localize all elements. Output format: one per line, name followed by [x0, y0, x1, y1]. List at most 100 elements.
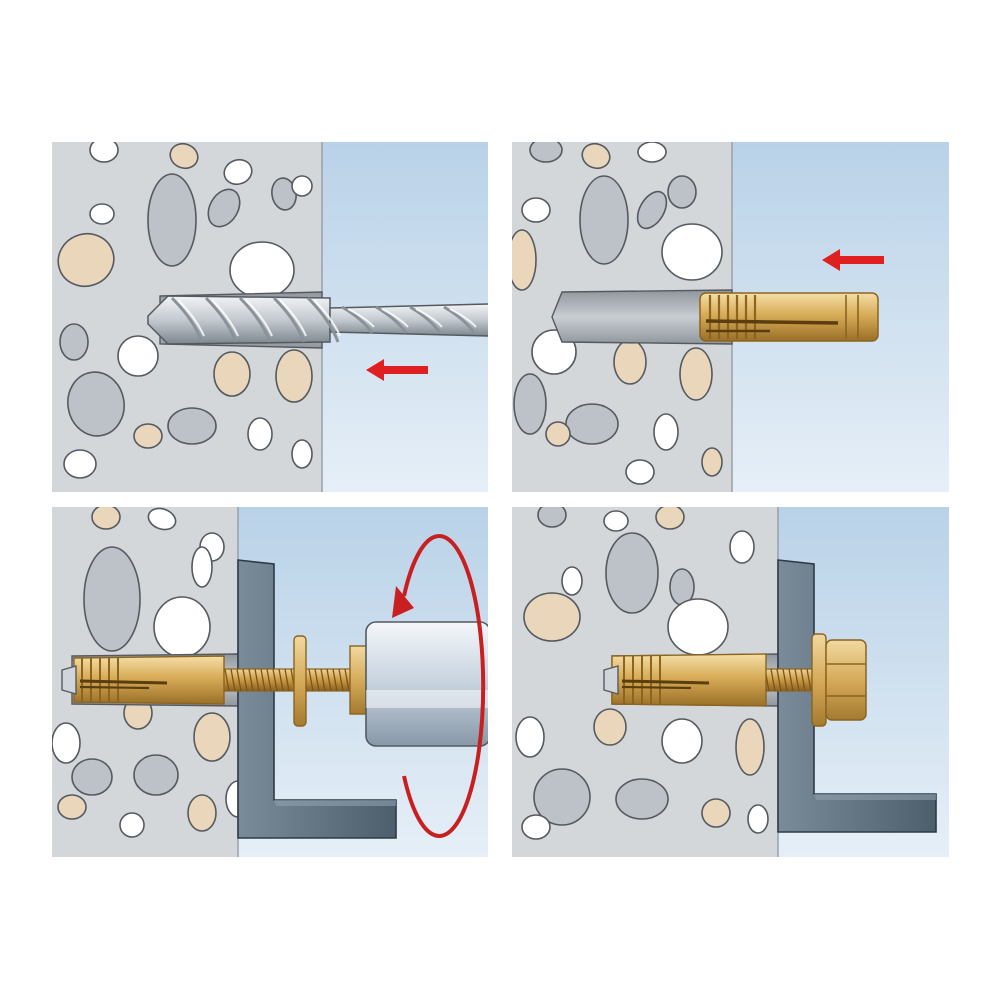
drill-flute [443, 305, 476, 334]
stone [213, 351, 251, 397]
panel-3 [52, 507, 488, 857]
stone [207, 188, 241, 228]
drill-flute-highlight [177, 299, 205, 337]
stone [661, 718, 703, 764]
panel-4 [512, 507, 949, 857]
bolt-thread [788, 668, 794, 692]
stone [275, 349, 313, 403]
bolt-thread [806, 668, 812, 692]
anchor-sleeve [603, 653, 767, 707]
bolt-thread [224, 668, 230, 692]
drilled-hole [551, 289, 733, 345]
stone [119, 812, 145, 838]
bracket-highlight [814, 794, 936, 800]
stone [117, 335, 159, 377]
stone [661, 223, 723, 281]
stone [579, 175, 629, 265]
bolt-thread [284, 668, 290, 692]
aggregate-stones [515, 507, 769, 840]
bolt-thread [338, 668, 344, 692]
bolt-thread [278, 668, 284, 692]
drill-shank [329, 303, 488, 337]
bolt-thread [248, 668, 254, 692]
stone [71, 758, 113, 796]
direction-arrow [822, 249, 884, 271]
stone [593, 708, 627, 746]
stone [133, 423, 163, 449]
stone [565, 403, 619, 445]
rotation-arc [402, 534, 486, 838]
stone [513, 373, 547, 435]
stone [167, 407, 217, 445]
stone [193, 712, 231, 762]
bolt-thread [782, 668, 788, 692]
stone [667, 175, 697, 209]
setting-tool-highlight [366, 690, 488, 708]
drill-flute [375, 305, 408, 334]
sleeve-slot [621, 685, 692, 690]
stone [133, 754, 179, 796]
drill-flute-highlight [313, 299, 341, 337]
stone [147, 507, 177, 531]
stone [735, 718, 765, 776]
bolt-thread [800, 668, 806, 692]
stone [653, 413, 679, 451]
bracket-highlight [274, 800, 396, 806]
washer [293, 635, 307, 727]
stone [701, 798, 731, 828]
stone [57, 794, 87, 820]
stone [605, 532, 659, 614]
bolt-thread [326, 668, 332, 692]
drill-flute-highlight [347, 308, 375, 328]
stone [512, 229, 537, 291]
stone [63, 449, 97, 479]
stone [247, 417, 273, 451]
sleeve-body [699, 292, 879, 342]
stone [581, 142, 611, 170]
stone [667, 598, 729, 656]
stone [291, 439, 313, 469]
bolt-thread [776, 668, 782, 692]
sleeve-slot [705, 319, 839, 325]
stone [545, 421, 571, 447]
stone [147, 173, 197, 267]
direction-arrow [366, 359, 428, 381]
stone [561, 566, 583, 596]
bolt-thread [254, 668, 260, 692]
anchor-sleeve [699, 292, 879, 342]
drill-flute-highlight [245, 299, 273, 337]
bolt-thread [314, 668, 320, 692]
stone [655, 507, 685, 530]
stone [229, 241, 295, 299]
stone [91, 507, 121, 530]
stone [523, 592, 581, 642]
bolt-thread [344, 668, 350, 692]
stone [52, 722, 81, 764]
bolt-thread [230, 668, 236, 692]
stone [615, 778, 669, 820]
drill-flute-highlight [415, 308, 443, 328]
stone [153, 596, 211, 658]
drill-flute-highlight [211, 299, 239, 337]
panel-2 [512, 142, 949, 492]
bolt-thread [260, 668, 266, 692]
drill-flute [341, 305, 374, 334]
sleeve-slot [621, 679, 710, 685]
stone [223, 158, 253, 186]
bolt-thread [308, 668, 314, 692]
bolt-thread [236, 668, 242, 692]
drill-flute [238, 296, 272, 343]
bolt-thread [266, 668, 272, 692]
stone [533, 768, 591, 826]
drill-flute [170, 296, 204, 343]
stone [603, 510, 629, 532]
stone [729, 530, 755, 564]
stone [89, 203, 115, 225]
stone [521, 814, 551, 840]
stone [747, 804, 769, 834]
stone [191, 546, 213, 588]
drill-flute [204, 296, 238, 343]
bolt-thread [320, 668, 326, 692]
